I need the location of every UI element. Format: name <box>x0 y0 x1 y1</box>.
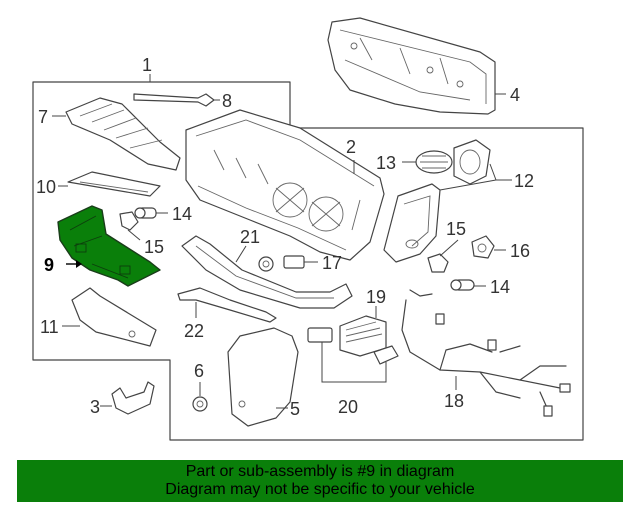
callout-15-left: 15 <box>144 237 165 257</box>
leader-12 <box>439 163 512 191</box>
part-15-clip-left[interactable] <box>119 211 139 231</box>
callout-10: 10 <box>36 177 57 197</box>
callout-1: 1 <box>142 55 153 75</box>
part-21-air-duct[interactable] <box>181 235 353 309</box>
part-13-air-vent[interactable] <box>415 150 453 174</box>
part-18-wiring-harness[interactable] <box>401 289 571 417</box>
callout-19: 19 <box>366 287 387 307</box>
exploded-view-illustration <box>32 17 584 441</box>
callout-4: 4 <box>510 85 521 105</box>
part-14-fastener-left[interactable] <box>134 207 157 219</box>
callout-15-right: 15 <box>446 219 467 239</box>
notice-line-1: Part or sub-assembly is #9 in diagram <box>185 463 455 480</box>
callout-7: 7 <box>38 107 49 127</box>
callout-20: 20 <box>338 397 359 417</box>
leader-20 <box>321 342 387 383</box>
callout-18: 18 <box>444 391 465 411</box>
callout-9: 9 <box>44 255 55 275</box>
callout-16: 16 <box>510 241 531 261</box>
part-3-mounting-bracket[interactable] <box>111 381 155 415</box>
part-17-grommet[interactable] <box>258 255 305 272</box>
part-8-retainer-rod[interactable] <box>133 93 215 107</box>
part-11-lower-plate[interactable] <box>71 287 157 347</box>
part-20-electrical-connectors[interactable] <box>307 327 399 365</box>
leader-15b <box>439 239 459 257</box>
callout-12: 12 <box>514 171 535 191</box>
notice-line-2: Diagram may not be specific to your vehi… <box>165 481 475 498</box>
part-10-trim-insert[interactable] <box>67 171 161 197</box>
part-7-upper-trim-plate[interactable] <box>65 97 181 171</box>
leader-15a <box>127 229 141 241</box>
callout-2: 2 <box>346 137 357 157</box>
part-14-fastener-right[interactable] <box>450 279 475 291</box>
part-16-connector[interactable] <box>471 235 495 259</box>
part-15-clip-right[interactable] <box>427 253 449 273</box>
callout-11: 11 <box>40 317 59 337</box>
part-9-highlighted-bracket[interactable] <box>57 205 161 287</box>
part-22-rail-bracket[interactable] <box>177 287 277 323</box>
callout-14-left: 14 <box>172 204 193 224</box>
notice-banner: Part or sub-assembly is #9 in diagram Di… <box>17 460 623 502</box>
part-5-closeout-panel[interactable] <box>227 327 299 427</box>
callout-22: 22 <box>184 321 205 341</box>
part-12-vent-bezel[interactable] <box>453 139 491 185</box>
leader-21 <box>235 245 247 263</box>
callout-6: 6 <box>194 361 205 381</box>
assembly-boundary <box>32 81 584 441</box>
callout-13: 13 <box>376 153 397 173</box>
part-2-console-body[interactable] <box>185 109 385 261</box>
callout-17: 17 <box>322 253 343 273</box>
callout-3: 3 <box>90 397 101 417</box>
part-4-side-trim-panel[interactable] <box>327 17 496 115</box>
part-12-side-panel[interactable] <box>383 183 441 263</box>
leader-9-arrow <box>76 260 82 268</box>
part-6-clip[interactable] <box>192 396 208 412</box>
callout-21: 21 <box>240 227 261 247</box>
callout-14-right: 14 <box>490 277 511 297</box>
callout-5: 5 <box>290 399 301 419</box>
callout-8: 8 <box>222 91 233 111</box>
